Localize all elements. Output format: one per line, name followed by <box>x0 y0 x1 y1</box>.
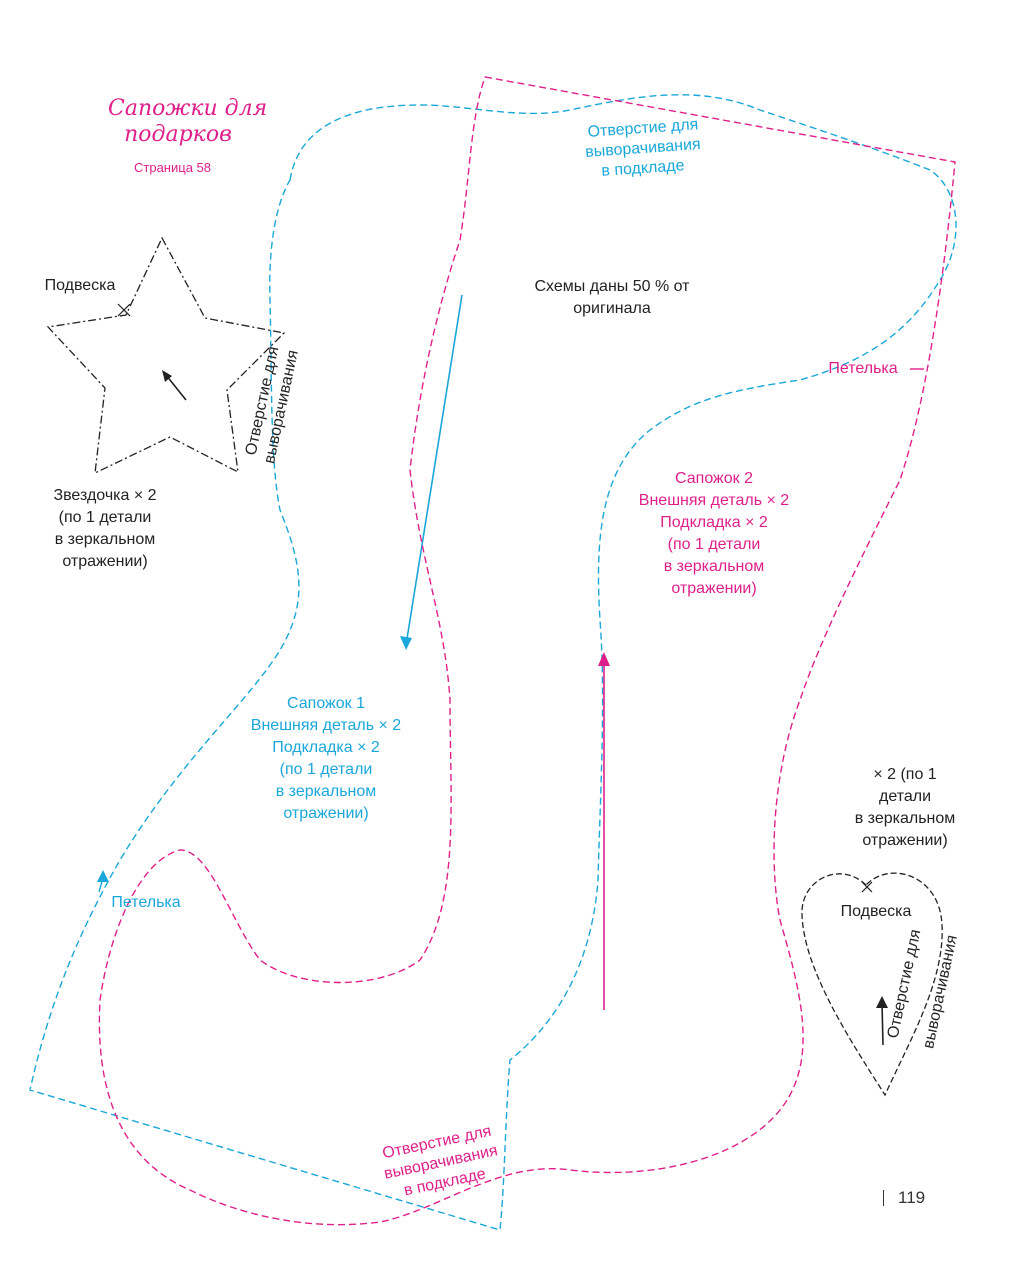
page-title-line-2: подарков <box>124 122 232 147</box>
star-caption-line-3: в зеркальном <box>54 531 156 548</box>
boot2-caption-line-4: (по 1 детали <box>667 536 761 553</box>
page-number-divider <box>883 1190 884 1206</box>
boot1-caption-line-6: отражении) <box>283 805 369 822</box>
boot1-outline <box>29 94 957 1231</box>
star-hanger-label: Подвеска <box>44 277 116 294</box>
page-subtitle: Страница 58 <box>134 160 211 175</box>
heart-caption-line-4: отражении) <box>862 832 948 849</box>
boot2-arrow-head <box>598 652 610 666</box>
boot1-loop-line <box>98 877 104 893</box>
boot1-grain-arrow <box>405 294 463 646</box>
boot1-loop-arrow <box>97 870 109 882</box>
boot2-caption-line-2: Внешняя деталь × 2 <box>638 492 790 509</box>
star-caption-line-4: отражении) <box>62 553 148 570</box>
heart-caption-line-3: в зеркальном <box>854 810 956 827</box>
heart-grain-arrow <box>881 1002 884 1046</box>
boot1-caption-line-2: Внешняя деталь × 2 <box>250 717 402 734</box>
star-hanger-mark-b <box>117 303 131 317</box>
boot2-caption-line-1: Сапожок 2 <box>675 470 753 487</box>
heart-arrow-head <box>876 996 888 1008</box>
boot1-caption-line-4: (по 1 детали <box>279 761 373 778</box>
boot1-loop-label: Петелька <box>111 894 181 911</box>
boot2-outline <box>98 76 956 1226</box>
boot2-caption-line-5: в зеркальном <box>663 558 765 575</box>
star-arrow-head <box>162 370 172 382</box>
star-grain-arrow <box>165 374 187 401</box>
heart-outline <box>801 872 943 1097</box>
boot2-caption-line-3: Подкладка × 2 <box>660 514 768 531</box>
scale-note-line-2: оригинала <box>573 300 651 317</box>
heart-caption-line-1: × 2 (по 1 <box>873 766 937 783</box>
boot1-caption-line-3: Подкладка × 2 <box>272 739 380 756</box>
boot1-caption-line-5: в зеркальном <box>275 783 377 800</box>
boot1-caption-line-1: Сапожок 1 <box>287 695 365 712</box>
heart-hanger-label: Подвеска <box>840 903 912 920</box>
scale-note-line-1: Схемы даны 50 % от <box>534 278 690 295</box>
page-number: 119 <box>898 1188 926 1207</box>
boot2-loop-label: Петелька <box>828 360 898 377</box>
heart-caption-line-2: детали <box>878 788 932 805</box>
star-caption-line-1: Звездочка × 2 <box>53 487 157 504</box>
star-outline <box>46 236 286 475</box>
star-caption-line-2: (по 1 детали <box>58 509 152 526</box>
boot2-caption-line-6: отражении) <box>671 580 757 597</box>
page-title-line-1: Сапожки для <box>108 96 268 121</box>
heart-hanger-mark-b <box>861 881 873 893</box>
boot1-arrow-head <box>400 636 412 650</box>
